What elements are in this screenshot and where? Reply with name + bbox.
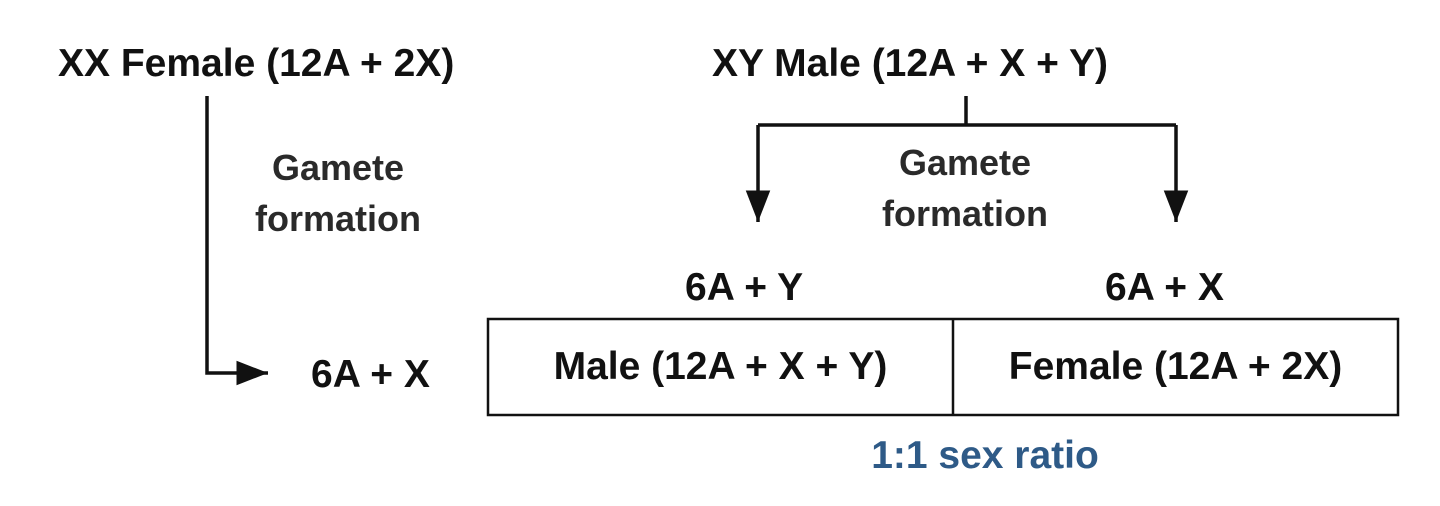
female-gamete-formation-caption: Gamete formation xyxy=(235,142,441,244)
male-caption-line-1: Gamete xyxy=(898,142,1032,183)
sex-ratio-caption: 1:1 sex ratio xyxy=(871,434,1099,477)
female-caption-line-2: formation xyxy=(255,198,421,240)
male-parent-label: XY Male (12A + X + Y) xyxy=(712,42,1108,85)
offspring-female-cell: Female (12A + 2X) xyxy=(953,319,1398,415)
offspring-male-label: Male (12A + X + Y) xyxy=(553,345,888,388)
female-gamete-arrow xyxy=(205,96,268,386)
female-caption-line-1: Gamete xyxy=(271,147,405,188)
offspring-box xyxy=(486,317,1400,417)
male-gamete-y-label: 6A + Y xyxy=(685,266,804,309)
offspring-female-label: Female (12A + 2X) xyxy=(1008,345,1343,388)
female-parent-label: XX Female (12A + 2X) xyxy=(58,42,455,85)
female-gamete-label: 6A + X xyxy=(311,353,430,396)
male-gamete-formation-caption: Gamete formation xyxy=(862,137,1068,239)
male-caption-line-2: formation xyxy=(882,193,1048,235)
male-gamete-x-label: 6A + X xyxy=(1105,266,1224,309)
offspring-male-cell: Male (12A + X + Y) xyxy=(488,319,953,415)
